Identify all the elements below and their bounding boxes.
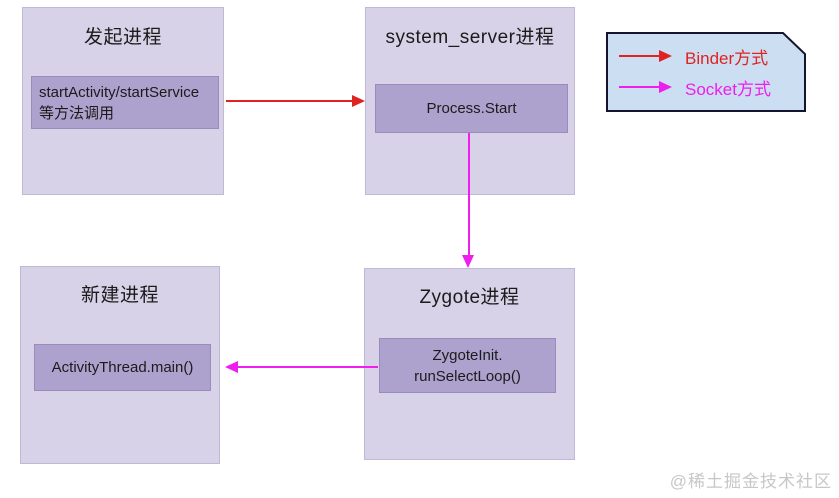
legend-item-socket: Socket方式 <box>619 79 771 99</box>
node-zygote-process: Zygote进程 ZygoteInit. runSelectLoop() <box>364 268 575 460</box>
legend-item-binder: Binder方式 <box>619 48 768 68</box>
node-system-server-process: system_server进程 Process.Start <box>365 7 575 195</box>
arrowhead-left-icon <box>225 361 238 373</box>
binder-arrow-icon <box>619 50 672 62</box>
legend-label-binder: Binder方式 <box>685 48 769 68</box>
arrow-socket-zygote-to-newprocess <box>225 361 378 373</box>
arrow-line <box>226 100 354 102</box>
arrowhead-right-icon <box>659 81 672 93</box>
node-body-activitythread-main: ActivityThread.main() <box>34 344 211 391</box>
arrow-binder-initiator-to-systemserver <box>226 95 365 107</box>
arrowhead-right-icon <box>659 50 672 62</box>
body-line: 等方法调用 <box>39 104 115 122</box>
arrow-line <box>467 133 470 257</box>
node-title-system-server: system_server进程 <box>385 27 555 48</box>
body-line: ZygoteInit. <box>432 346 503 364</box>
arrow-socket-systemserver-to-zygote <box>462 133 475 268</box>
legend-label-socket: Socket方式 <box>685 79 771 99</box>
node-title-initiator: 发起进程 <box>83 27 162 48</box>
node-initiator-process: 发起进程 startActivity/startService 等方法调用 <box>22 7 224 195</box>
arrow-line <box>619 55 661 57</box>
arrow-line <box>619 86 661 88</box>
legend-frame <box>606 32 806 112</box>
node-body-process-start: Process.Start <box>375 84 568 133</box>
node-body-zygoteinit: ZygoteInit. runSelectLoop() <box>379 338 556 393</box>
node-body-initiator: startActivity/startService 等方法调用 <box>31 76 219 129</box>
arrow-line <box>236 366 378 368</box>
node-title-zygote: Zygote进程 <box>419 287 520 308</box>
body-line: startActivity/startService <box>39 83 200 101</box>
body-line: runSelectLoop() <box>414 367 521 385</box>
legend-outline <box>606 32 806 112</box>
arrowhead-down-icon <box>462 255 474 268</box>
body-line: Process.Start <box>426 100 517 117</box>
body-line: ActivityThread.main() <box>51 359 194 376</box>
node-title-new-process: 新建进程 <box>80 285 159 306</box>
watermark-text: @稀土掘金技术社区 <box>669 472 832 491</box>
arrowhead-right-icon <box>352 95 365 107</box>
node-new-process: 新建进程 ActivityThread.main() <box>20 266 220 464</box>
socket-arrow-icon <box>619 81 672 93</box>
legend: Binder方式 Socket方式 <box>606 32 806 112</box>
